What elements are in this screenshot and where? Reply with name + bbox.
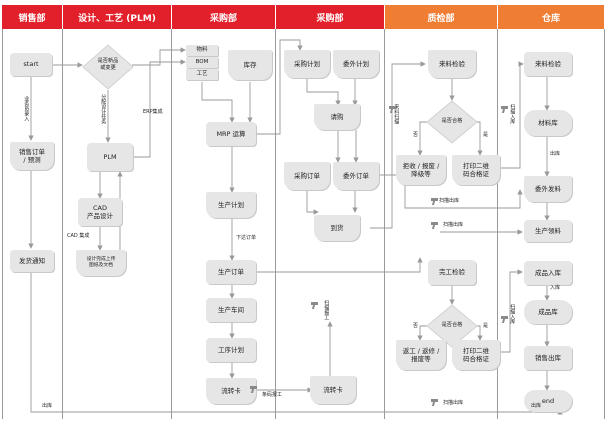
node-cad: CAD 产品设计 <box>78 198 122 226</box>
node-purchase-order: 采购订单 <box>284 162 330 190</box>
node-wh-incoming: 来料检验 <box>524 52 572 76</box>
node-production-plan: 生产计划 <box>206 192 256 218</box>
arrow-po-to-arrival <box>306 188 319 215</box>
node-upload-drawings: 设计完成上传 图纸及文档 <box>76 250 126 276</box>
node-production-pick: 生产领料 <box>524 220 572 242</box>
label-sales-entry: 业务员录入 <box>23 96 30 121</box>
scanner-icon <box>431 198 438 205</box>
qualified-1-label: 是否合格 <box>441 118 463 124</box>
label-no-2: 否 <box>413 323 419 329</box>
label-scan-inbound-2: 扫描入库 <box>509 304 516 324</box>
node-reject: 拒收 / 报废 / 降级等 <box>396 155 446 185</box>
scanner-icon <box>250 386 257 393</box>
label-yes-2: 是 <box>483 323 489 329</box>
lane-header-plm: 设计、工艺 (PLM) <box>63 5 171 29</box>
node-purchase-plan: 采购计划 <box>284 50 330 78</box>
node-arrival: 到货 <box>314 215 360 241</box>
node-production-order: 生产订单 <box>206 260 256 284</box>
label-scan-outbound-1: 扫描出库 <box>439 198 460 204</box>
scanner-icon <box>431 222 438 229</box>
label-scan-outbound-3: 扫描出库 <box>443 400 464 406</box>
label-outbound-bottom: 出库 <box>531 403 542 409</box>
label-cad-integration: CAD 集成 <box>67 233 90 239</box>
label-erp-integration: ERP集成 <box>143 109 163 115</box>
node-sales-order: 销售订单 / 预测 <box>10 142 54 170</box>
node-plm-decision <box>82 44 134 90</box>
node-process: 工艺 <box>186 69 218 80</box>
arrow-plm-to-bom <box>132 59 186 158</box>
arrow-print2-to-finished <box>500 269 523 353</box>
lane-divider <box>2 29 3 419</box>
arrow-decision-to-material <box>132 47 186 66</box>
node-route-card-2: 流转卡 <box>310 376 356 404</box>
label-wh-outbound: 出库 <box>550 151 561 157</box>
node-rework: 返工 / 返修 / 报废等 <box>396 340 446 370</box>
plm-decision-label: 是否新品 或变更 <box>97 58 119 71</box>
label-yes-1: 是 <box>483 132 489 138</box>
node-process-plan: 工序计划 <box>206 338 256 362</box>
node-bom: BOM <box>186 57 218 68</box>
node-delivery-notice: 发货通知 <box>10 250 54 272</box>
label-scan-outbound-2: 扫描出库 <box>443 222 464 228</box>
node-mrp: MRP 运算 <box>206 122 256 146</box>
node-plm: PLM <box>87 143 133 171</box>
label-scan-report: 扫描报工 <box>323 300 330 320</box>
arrow-arrival-to-qc <box>370 61 426 229</box>
label-scan-inbound: 扫描入库 <box>509 104 516 124</box>
node-end: end <box>524 390 572 412</box>
node-print-qr-2: 打印二维 码合格证 <box>452 340 500 370</box>
node-material-store: 材料库 <box>524 110 572 136</box>
node-qualified-1 <box>426 100 478 144</box>
scanner-icon <box>389 106 396 113</box>
node-outsource-order: 委外订单 <box>333 162 379 190</box>
node-final-inspection: 完工检验 <box>428 260 476 285</box>
lane-divider <box>497 29 498 419</box>
lane-header-sales: 销售部 <box>2 5 62 29</box>
node-outsource-issue: 委外发料 <box>524 176 572 202</box>
label-incoming-scan: 来料扫描 <box>393 104 400 124</box>
node-start: start <box>10 53 52 76</box>
label-issue-order: 下达订单 <box>236 235 257 241</box>
label-assign-design: 分配设计任务 <box>100 94 107 124</box>
lane-header-qc: 质检部 <box>385 5 497 29</box>
node-print-qr-1: 打印二维 码合格证 <box>452 155 500 185</box>
lane-divider <box>384 29 385 419</box>
scanner-icon <box>501 106 508 113</box>
arrow-mrp-to-purchase-plan <box>256 39 303 135</box>
lane-divider <box>171 29 172 419</box>
node-outsource-plan: 委外计划 <box>333 50 379 78</box>
label-inbound: 入库 <box>550 285 561 291</box>
arrow-print1-to-wh <box>500 61 524 169</box>
qualified-2-label: 是否合格 <box>441 322 463 328</box>
lane-header-warehouse: 仓库 <box>498 5 604 29</box>
node-route-card-1: 流转卡 <box>206 378 256 404</box>
lane-header-purchase-1: 采购部 <box>172 5 275 29</box>
arrow-plan-to-requisition <box>306 76 341 106</box>
node-requisition: 请购 <box>314 104 360 130</box>
node-finished-inbound: 成品入库 <box>524 261 572 285</box>
arrow-bom-to-mrp <box>201 82 235 123</box>
label-barcode-report: 条码报工 <box>262 392 283 398</box>
node-finished-store: 成品库 <box>524 300 572 324</box>
scanner-icon <box>311 302 318 309</box>
node-stock: 库存 <box>228 50 272 80</box>
scanner-icon <box>431 399 438 406</box>
node-sales-outbound: 销售出库 <box>524 346 572 370</box>
node-incoming-inspection: 来料检验 <box>428 50 476 78</box>
node-material: 物料 <box>186 45 218 56</box>
arrow-order-to-final-inspection <box>256 257 423 273</box>
node-workshop: 生产车间 <box>206 298 256 322</box>
lane-divider <box>62 29 63 419</box>
scanner-icon <box>501 316 508 323</box>
lane-divider <box>275 29 276 419</box>
lane-header-purchase-2: 采购部 <box>276 5 384 29</box>
label-no-1: 否 <box>413 132 419 138</box>
label-outbound-1: 出库 <box>42 403 53 409</box>
lane-divider <box>604 29 605 419</box>
